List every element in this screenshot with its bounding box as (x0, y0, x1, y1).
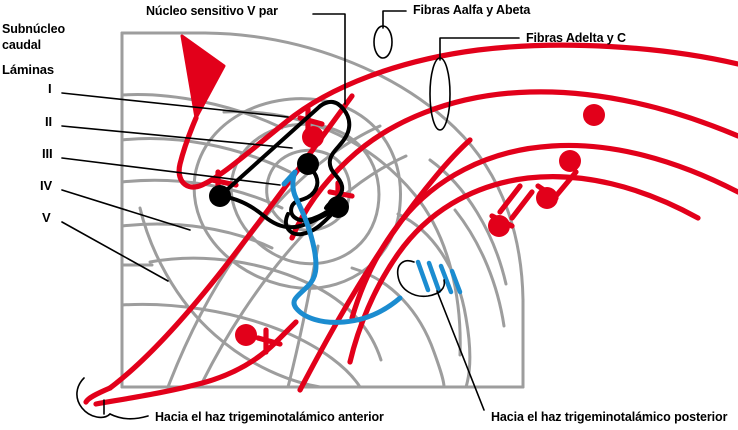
blue-hatch-marks (415, 259, 463, 295)
tract-margin-right (396, 212, 472, 389)
red-soma-5 (488, 215, 510, 237)
leader-lamina-V (61, 221, 169, 282)
blue-hatch-1 (415, 259, 431, 293)
label-haz-posterior: Hacia el haz trigeminotalámico posterior (491, 410, 728, 424)
label-lamina-V: V (42, 210, 51, 225)
label-nucleo-sensitivo: Núcleo sensitivo V par (146, 4, 278, 18)
leader-haz-posterior (436, 290, 485, 411)
outer-dorsal-contour (203, 31, 525, 302)
leader-haz-anterior (109, 413, 149, 420)
label-lamina-IV: IV (40, 178, 53, 193)
leader-lamina-IV (61, 189, 191, 231)
black-cell-bodies (209, 153, 349, 218)
lamina-striation-4 (120, 222, 274, 250)
ventral-lamina-lower (120, 302, 362, 389)
label-laminas: Láminas (2, 62, 55, 77)
fiber-lower-long (93, 319, 299, 407)
circle-fibras-adelta (429, 57, 451, 131)
leader-lamina-I (61, 92, 289, 118)
blue-hatch-4 (449, 268, 463, 295)
ventral-lamina-sweep (138, 206, 322, 389)
ventral-lamina-mid (148, 256, 383, 362)
blue-fiber (281, 169, 403, 325)
fiber-red-arc-2 (289, 89, 738, 241)
leader-fibras-adelta (439, 37, 520, 61)
leader-lamina-III (61, 157, 281, 186)
label-lamina-II: II (45, 114, 53, 129)
circle-fibras-aalfa (373, 25, 393, 59)
label-subnucleo-line2: caudal (2, 38, 41, 52)
black-soma-1 (209, 185, 231, 207)
gray-anatomy-outline (120, 31, 525, 389)
leader-fibras-aalfa (382, 10, 407, 29)
red-cell-bodies (235, 104, 605, 346)
black-interneuron-network (218, 99, 352, 237)
dendrite-apex-squiggle (324, 102, 352, 210)
blue-hatch-2 (426, 260, 442, 294)
red-hatch-3 (553, 169, 579, 199)
fiber-aalfa-abeta-main (176, 42, 738, 190)
leader-nucleo-sensitivo (312, 13, 346, 105)
callout-leaders (61, 10, 520, 420)
dendrite-hook (283, 212, 332, 237)
fiber-descending-left-tail (83, 385, 113, 405)
red-hatch-1 (497, 183, 523, 215)
black-soma-3 (327, 196, 349, 218)
label-lamina-I: I (48, 81, 52, 96)
blue-fiber-main (290, 169, 403, 325)
leader-lamina-II (61, 125, 293, 149)
circle-haz-posterior (396, 260, 446, 298)
red-soma-3 (559, 150, 581, 172)
lamina-striation-2 (120, 137, 292, 174)
blue-fiber-branch (281, 169, 298, 187)
fiber-red-arc-4 (347, 174, 701, 365)
label-lamina-III: III (42, 146, 53, 161)
blue-hatch-3 (438, 263, 454, 295)
upper-right-arc-2 (453, 208, 506, 328)
label-fibras-adelta-c: Fibras Adelta y C (526, 31, 626, 45)
red-soma-2 (583, 104, 605, 126)
black-soma-2 (297, 153, 319, 175)
synapse-bar-4 (255, 335, 283, 347)
dendrite-long-diagonal (218, 99, 340, 198)
label-fibras-aalfa-abeta: Fibras Aalfa y Abeta (413, 3, 531, 17)
red-soma-1 (302, 126, 324, 148)
label-subnucleo-line1: Subnúcleo (2, 22, 65, 36)
red-soma-4 (536, 187, 558, 209)
circle-haz-anterior (76, 377, 111, 419)
red-soma-6 (235, 324, 257, 346)
substantia-gelatinosa-outline (192, 97, 402, 290)
nucleus-core-outline (265, 148, 352, 232)
red-hatch-2 (509, 189, 535, 221)
diagonal-striation-2 (198, 154, 408, 389)
label-haz-anterior: Hacia el haz trigeminotalámico anterior (155, 410, 384, 424)
fiber-arrowhead (180, 34, 226, 120)
fiber-lower-right-ascending (297, 137, 473, 393)
